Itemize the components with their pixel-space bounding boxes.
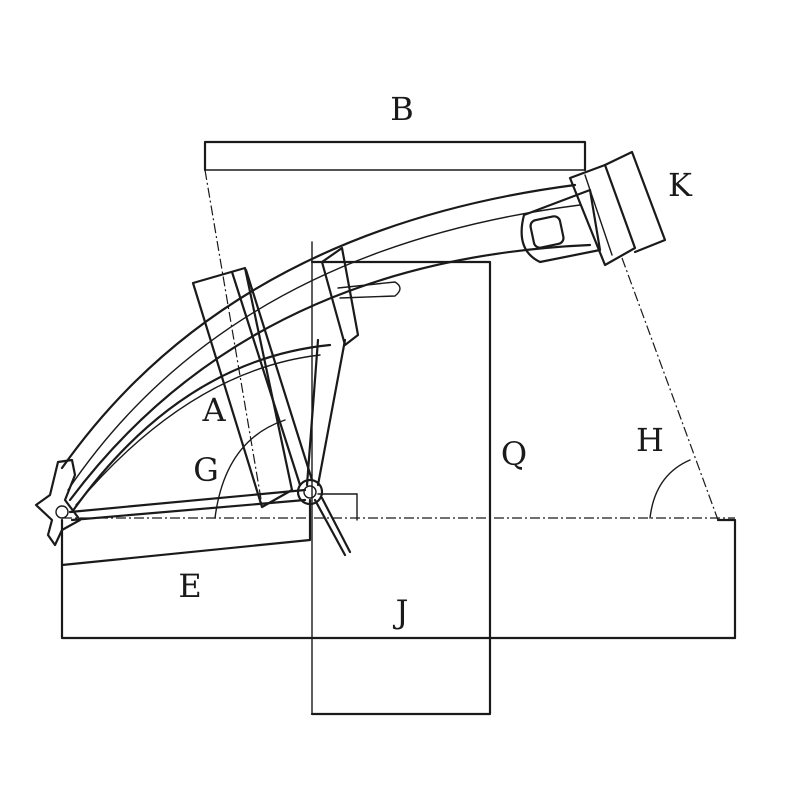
dimension-k-bracket <box>603 150 667 254</box>
folding-clamp <box>320 246 360 347</box>
angle-g-arc <box>214 419 286 519</box>
angle-h-arc <box>649 459 691 519</box>
label-h: H <box>636 421 664 459</box>
dimension-b-left-line <box>204 169 263 506</box>
label-e: E <box>178 567 201 605</box>
chain-stay-bottom <box>70 498 307 522</box>
dimension-j-line <box>60 563 737 640</box>
label-a: A <box>201 391 226 429</box>
dimension-lines <box>60 140 737 716</box>
seat-tube-right <box>244 268 314 482</box>
top-tube-outer <box>60 183 577 470</box>
top-tube-line <box>67 204 581 491</box>
head-tube <box>568 163 637 267</box>
label-k: K <box>668 166 693 204</box>
ground-right-tick <box>716 518 737 640</box>
top-tube-inner <box>68 243 592 502</box>
down-tube-curve-inner <box>75 354 321 506</box>
dimension-e-bracket <box>60 498 312 567</box>
label-b: B <box>390 90 414 128</box>
dimension-a-box <box>191 266 294 509</box>
down-tube-curve <box>70 343 332 514</box>
chain-stay-top <box>68 488 307 514</box>
kickstand <box>313 498 347 557</box>
hinge-window <box>529 215 565 249</box>
head-tube-inner <box>584 174 613 256</box>
rear-axle <box>55 505 69 519</box>
dimension-q-box <box>310 260 492 716</box>
bottom-bracket-inner <box>303 485 317 499</box>
dimension-b-bracket <box>203 140 587 172</box>
clamp-lever <box>337 281 401 299</box>
bicycle-frame <box>34 163 637 557</box>
label-q: Q <box>501 435 527 473</box>
hinge-block <box>520 188 602 264</box>
rear-dropout <box>34 458 82 547</box>
vertical-strut-right <box>316 338 347 487</box>
label-g: G <box>193 451 219 489</box>
bb-height-tick <box>317 493 358 521</box>
kickstand-edge <box>320 496 352 554</box>
label-j: J <box>393 593 409 631</box>
dimension-h-line <box>621 257 719 521</box>
seat-tube-left <box>230 270 302 487</box>
